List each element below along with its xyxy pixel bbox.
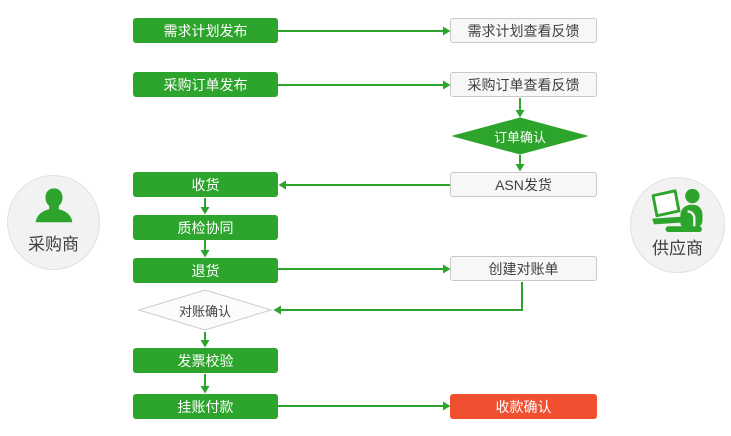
buyer-person-icon [31,185,77,229]
node-purchase-order-feedback: 采购订单查看反馈 [450,72,597,97]
actor-supplier: 供应商 [630,177,725,273]
node-quality-check: 质检协同 [133,215,278,240]
arrow-statement-to-recon-confirm [273,282,523,315]
node-book-payment: 挂账付款 [133,394,278,419]
decision-reconciliation-confirm: 对账确认 [138,289,272,331]
actor-buyer: 采购商 [7,175,100,270]
node-asn-ship: ASN发货 [450,172,597,197]
node-receipt-confirm: 收款确认 [450,394,597,419]
node-demand-plan-feedback: 需求计划查看反馈 [450,18,597,43]
node-demand-plan: 需求计划发布 [133,18,278,43]
decision-order-confirm: 订单确认 [452,117,588,155]
supplier-laptop-person-icon [649,187,707,233]
supplier-label: 供应商 [652,239,703,258]
decision-reconciliation-label: 对账确认 [178,303,231,319]
node-receive-goods: 收货 [133,172,278,197]
node-purchase-order: 采购订单发布 [133,72,278,97]
node-invoice-verify: 发票校验 [133,348,278,373]
decision-order-confirm-label: 订单确认 [493,129,546,145]
node-return-goods: 退货 [133,258,278,283]
node-create-statement: 创建对账单 [450,256,597,281]
buyer-label: 采购商 [28,235,79,254]
